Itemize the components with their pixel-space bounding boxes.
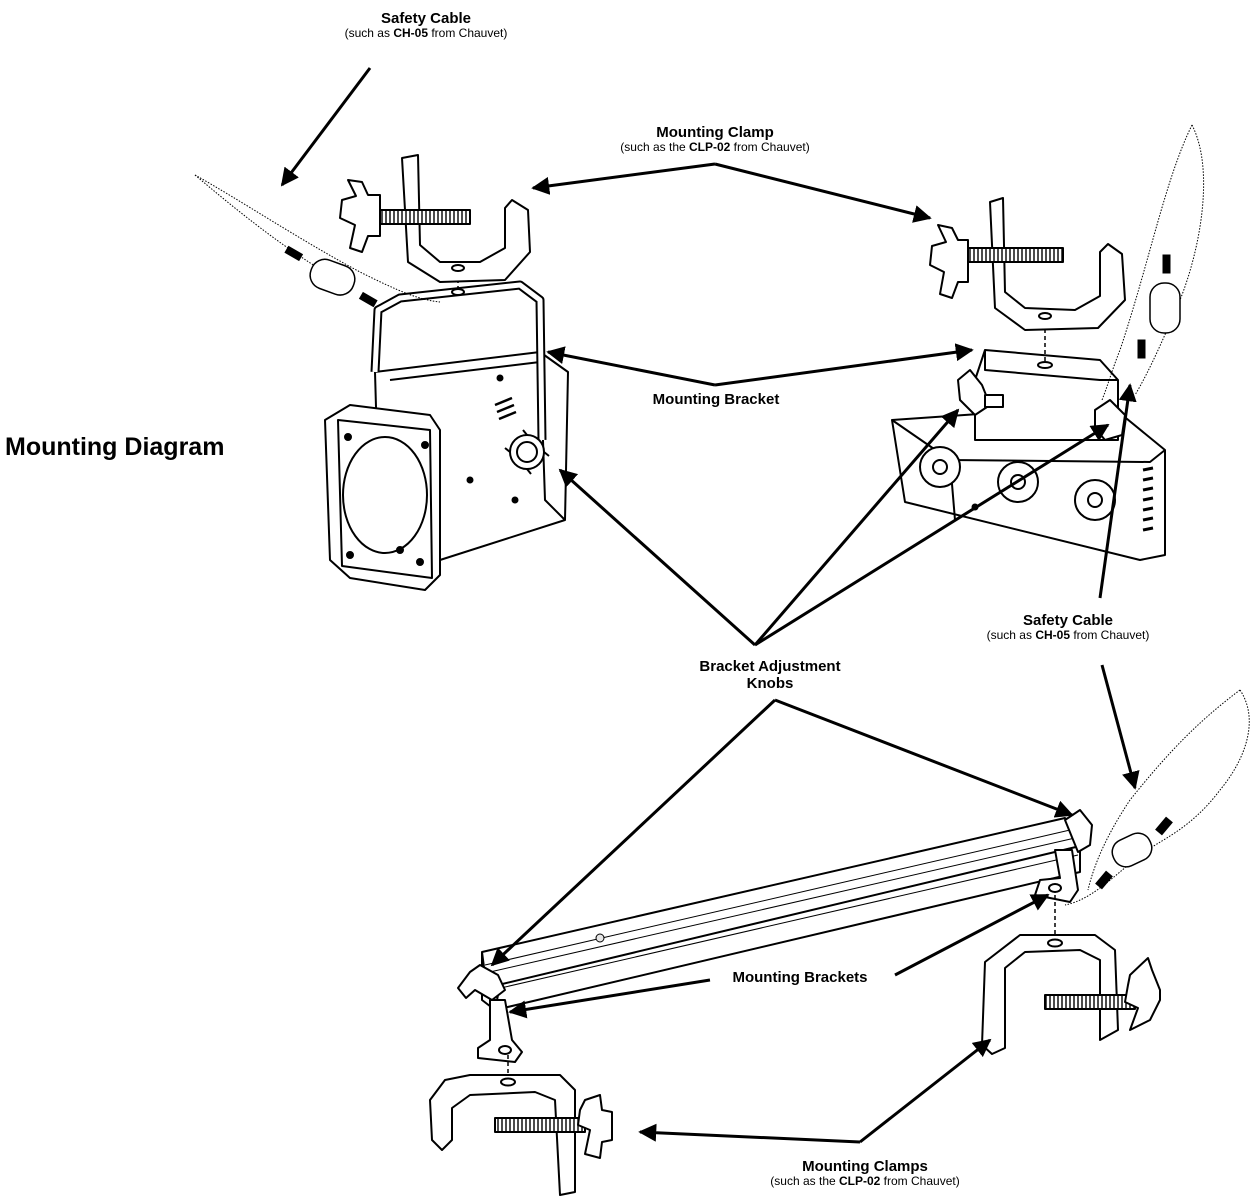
label-bracket-adjustment-knobs: Bracket Adjustment Knobs — [660, 658, 880, 693]
label-title: Mounting Bracket — [652, 391, 780, 408]
bottom-left-clamp — [429, 1074, 613, 1196]
right-fixture — [891, 349, 1166, 561]
right-top-clamp — [929, 197, 1126, 331]
right-safety-cable — [1101, 124, 1205, 401]
label-mounting-clamp: Mounting Clamp (such as the CLP-02 from … — [570, 124, 860, 155]
bottom-right-clamp — [981, 934, 1161, 1055]
left-safety-cable — [194, 174, 441, 308]
arrow-knob-right-2 — [754, 423, 1110, 647]
arrow-brackets-left — [508, 978, 711, 1019]
label-title: Mounting Clamp — [656, 124, 774, 141]
arrow-clamp-left — [531, 162, 716, 195]
bottom-safety-cable — [1064, 689, 1250, 906]
left-top-clamp — [339, 154, 531, 283]
label-title: Mounting Brackets — [732, 969, 868, 986]
label-line-1: Bracket Adjustment — [699, 658, 841, 675]
page-title: Mounting Diagram — [5, 433, 225, 461]
arrow-clamps-right — [859, 1038, 992, 1144]
label-title: Safety Cable — [1022, 612, 1114, 629]
label-subtitle: (such as CH-05 from Chauvet) — [344, 26, 508, 41]
label-subtitle: (such as the CLP-02 from Chauvet) — [770, 1174, 960, 1189]
arrow-safety-cable-bottom — [1100, 664, 1140, 790]
arrow-bracket-right — [714, 343, 974, 387]
arrow-brackets-right — [894, 893, 1050, 977]
label-mounting-clamps: Mounting Clamps (such as the CLP-02 from… — [720, 1158, 1010, 1189]
arrow-bar-knob-left — [490, 698, 777, 967]
arrow-bar-knob-right — [774, 698, 1074, 818]
arrow-safety-cable-right — [1098, 383, 1137, 599]
label-title: Mounting Clamps — [802, 1158, 928, 1175]
arrows — [280, 67, 1140, 1144]
label-subtitle: (such as the CLP-02 from Chauvet) — [620, 140, 810, 155]
arrow-clamps-left — [638, 1123, 861, 1144]
left-fixture — [324, 280, 569, 591]
label-line-2: Knobs — [746, 675, 794, 693]
bottom-bar-fixture — [457, 809, 1093, 1063]
label-mounting-bracket: Mounting Bracket — [616, 391, 816, 408]
arrow-clamp-right — [714, 162, 932, 223]
label-safety-cable-top: Safety Cable (such as CH-05 from Chauvet… — [308, 10, 544, 41]
arrow-safety-cable-top — [280, 67, 372, 187]
label-title: Safety Cable — [380, 10, 472, 27]
arrow-knob-right-1 — [753, 408, 960, 646]
arrow-bracket-left — [546, 346, 716, 387]
arrow-knob-left — [558, 468, 757, 647]
label-mounting-brackets: Mounting Brackets — [700, 969, 900, 986]
label-subtitle: (such as CH-05 from Chauvet) — [986, 628, 1150, 643]
label-safety-cable-right: Safety Cable (such as CH-05 from Chauvet… — [950, 612, 1186, 643]
